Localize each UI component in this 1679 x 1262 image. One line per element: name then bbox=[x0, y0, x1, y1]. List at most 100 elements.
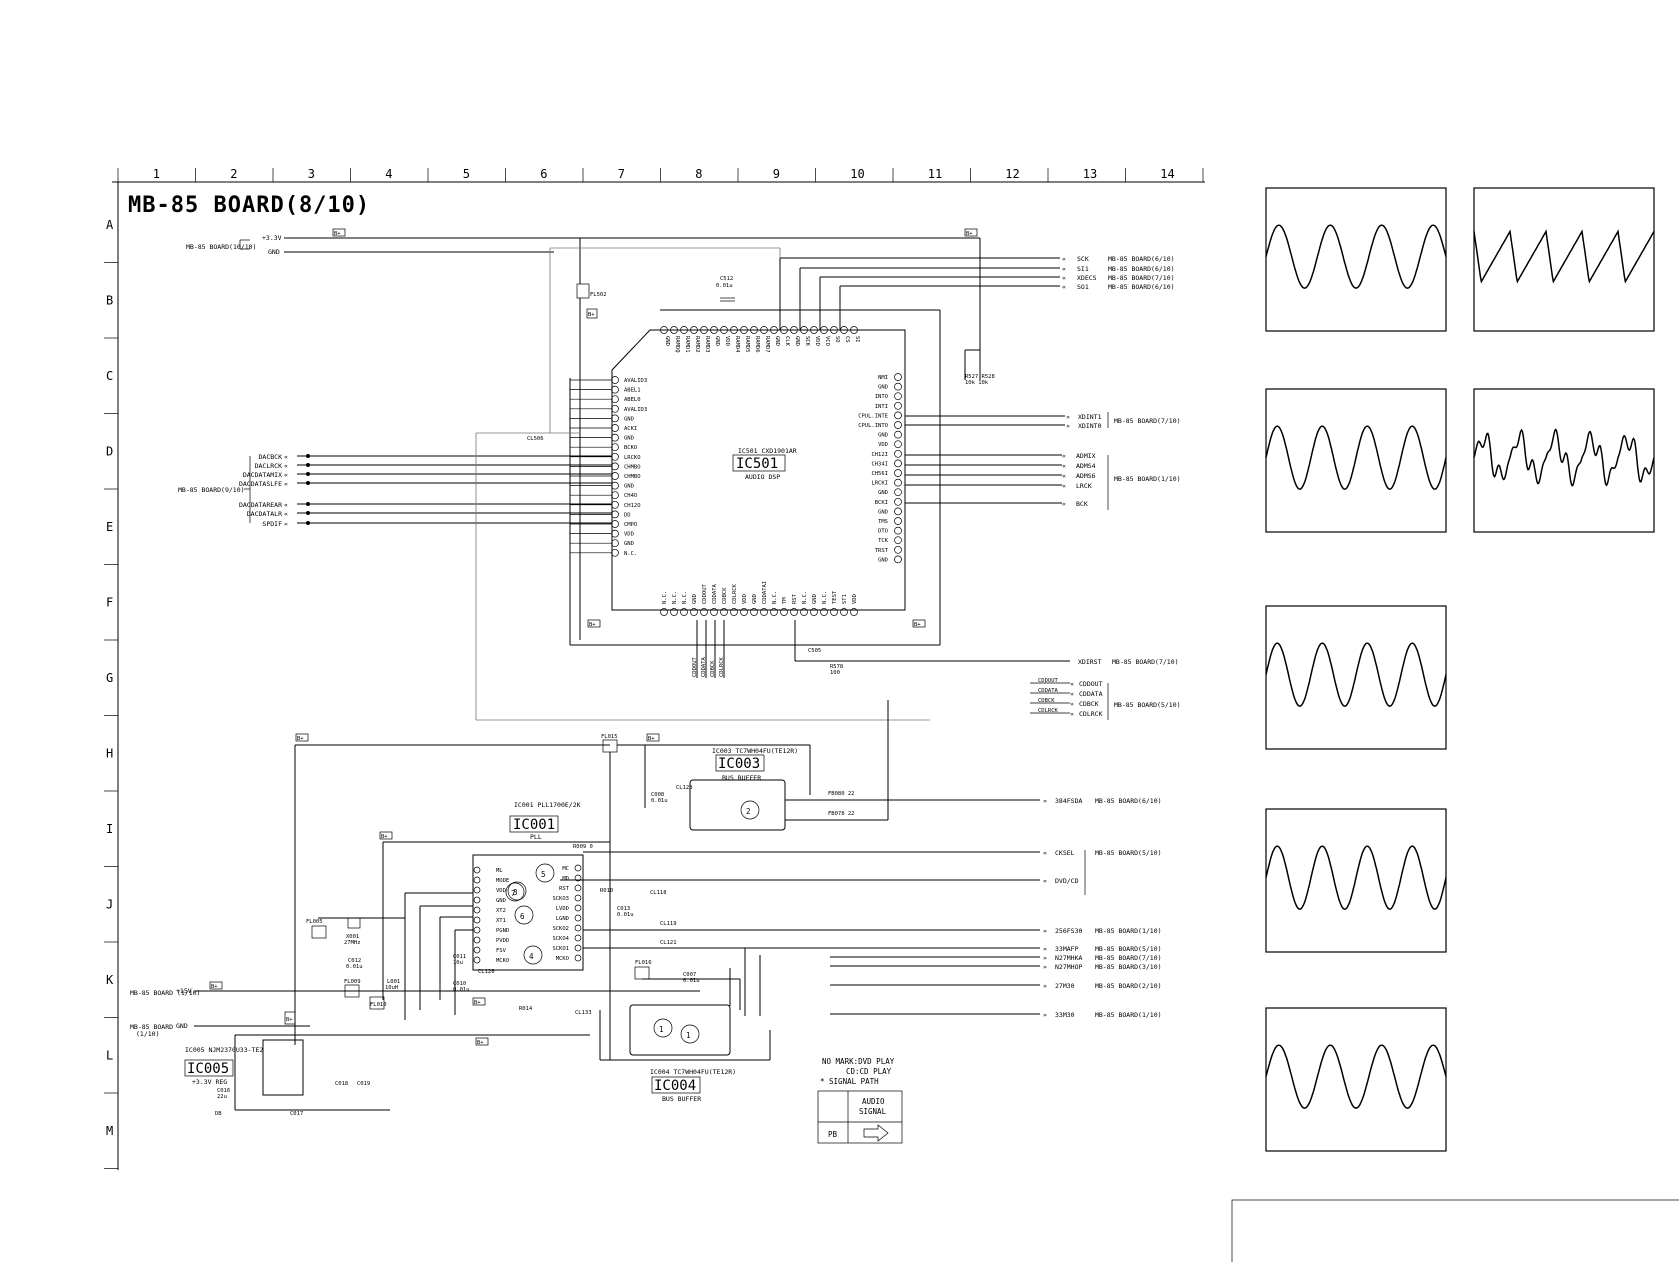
row-label: C bbox=[106, 369, 113, 383]
svg-text:R578: R578 bbox=[830, 664, 843, 670]
ic501-right-pin-label: GND bbox=[878, 557, 888, 563]
waveform-panel bbox=[1265, 388, 1447, 533]
ic501-top-pin bbox=[740, 326, 748, 334]
svg-text:C016: C016 bbox=[217, 1088, 230, 1094]
ic501-right-pin-label: GND bbox=[878, 385, 888, 391]
ic501-bottom-pin-label: TEST bbox=[832, 590, 838, 604]
ic501-bottom-pin bbox=[810, 608, 818, 616]
title-block-frame bbox=[1231, 1199, 1679, 1262]
ic501-top-pin bbox=[850, 326, 858, 334]
waveform-trace bbox=[1265, 845, 1447, 910]
ic501-right-pin bbox=[894, 392, 902, 401]
ic501-bottom-pin-label: TM bbox=[782, 597, 788, 604]
ic005-block: IC005 IC005 NJM2370U33-TE2 +3.3V REG C01… bbox=[184, 1039, 370, 1117]
sheet-title: MB-85 BOARD(8/10) bbox=[128, 193, 370, 218]
ic001-box-label: IC001 bbox=[513, 817, 555, 833]
ic001-left-pin-label: MODE bbox=[496, 878, 509, 884]
junction-dot bbox=[306, 472, 310, 476]
ic001-left-pin-label: XT2 bbox=[496, 908, 506, 914]
svg-text:FL010: FL010 bbox=[370, 1002, 387, 1008]
svg-text:FL502: FL502 bbox=[590, 292, 607, 298]
legend-line-2: CD:CD PLAY bbox=[846, 1067, 892, 1076]
left-dac-signal: DACDATAREAR bbox=[239, 501, 282, 509]
ic501-left-pin-label: CHMBO bbox=[624, 464, 641, 470]
ic001-right-pin-label: MC bbox=[562, 866, 569, 872]
ic001-left-pin bbox=[473, 876, 481, 884]
legend-line-1: NO MARK:DVD PLAY bbox=[822, 1057, 895, 1066]
junction-dot bbox=[306, 511, 310, 515]
ic005-part: IC005 NJM2370U33-TE2 bbox=[185, 1046, 263, 1054]
legend-header-audio: AUDIO bbox=[862, 1097, 885, 1106]
right-io: »XDINT1»XDINT0 «ADMIX«ADMS4«ADMS6«LRCK«B… bbox=[905, 349, 1181, 510]
io-arrow-icon: « bbox=[1062, 283, 1066, 291]
ic501-right-pin bbox=[894, 497, 902, 506]
ic501-right-pin bbox=[894, 382, 902, 391]
ic003-part: IC003 TC7WH04FU(TE12R) bbox=[712, 747, 798, 755]
svg-text:B+: B+ bbox=[966, 231, 973, 237]
right-audio-signal: ADMS6 bbox=[1076, 472, 1096, 480]
clock-signal: N27MHOP bbox=[1055, 963, 1082, 971]
column-label: 6 bbox=[540, 167, 547, 181]
svg-text:(1/10): (1/10) bbox=[136, 1030, 159, 1038]
ic501-top-pin-label: RAMD6 bbox=[754, 336, 760, 353]
cd-bus-signal: CDDOUT bbox=[1079, 680, 1103, 688]
ic501-top-pin bbox=[680, 326, 688, 334]
ic501-left-pin-label: AVALID3 bbox=[624, 378, 647, 384]
ic501-left-pin-label: VDD bbox=[624, 532, 634, 538]
ic501-bottom-pin-label: CDLRCK bbox=[732, 583, 738, 604]
svg-text:B+: B+ bbox=[477, 1040, 484, 1046]
ic004-part: IC004 TC7WH04FU(TE12R) bbox=[650, 1068, 736, 1076]
waveform-marker bbox=[535, 863, 555, 883]
ic501-left-pin bbox=[611, 424, 619, 432]
svg-text:22u: 22u bbox=[217, 1094, 227, 1100]
ic501-right-pin-label: INTI bbox=[875, 404, 888, 410]
ic501-right-pin bbox=[894, 430, 902, 439]
ic501-left-pin bbox=[611, 539, 619, 548]
ic501-right-pin bbox=[894, 536, 902, 545]
ic001-right-pin-label: SCKO4 bbox=[552, 936, 569, 942]
ic501-right-pin-label: VDD bbox=[878, 442, 888, 448]
waveform-trace bbox=[1473, 428, 1655, 487]
waveform-panel bbox=[1265, 1007, 1447, 1152]
io-arrow-icon: « bbox=[1062, 472, 1066, 480]
waveform-marker-label: 1 bbox=[686, 1031, 691, 1040]
ic001-right-pin bbox=[574, 944, 582, 952]
svg-text:C017: C017 bbox=[290, 1111, 303, 1117]
bottom-rail-15v: +15V bbox=[176, 987, 192, 995]
ic501-left-pin-label: CMPO bbox=[624, 522, 637, 528]
waveform-panel bbox=[1265, 187, 1447, 332]
waveform-marker-label: 6 bbox=[520, 912, 525, 921]
clock-signal: 256FS30 bbox=[1055, 927, 1082, 935]
io-arrow-icon: » bbox=[1043, 963, 1047, 971]
clock-board: MB-85 BOARD(6/10) bbox=[1095, 797, 1162, 805]
waveform-trace bbox=[1265, 224, 1447, 289]
svg-text:C019: C019 bbox=[357, 1081, 370, 1087]
ic001-function: PLL bbox=[530, 833, 542, 841]
svg-text:B+: B+ bbox=[211, 984, 218, 990]
row-label: A bbox=[106, 218, 114, 232]
svg-text:CL126: CL126 bbox=[478, 969, 495, 975]
row-label: J bbox=[106, 897, 113, 911]
ic501-right-pin-label: LRCKI bbox=[871, 481, 888, 487]
ic501-right-pin bbox=[894, 469, 902, 477]
waveform-marker bbox=[653, 1018, 673, 1038]
column-label: 10 bbox=[850, 167, 864, 181]
ic003-function: BUS BUFFER bbox=[722, 774, 761, 782]
clock-signal: N27MHKA bbox=[1055, 954, 1082, 962]
svg-text:CDDATA: CDDATA bbox=[701, 656, 707, 677]
cd-bus-board: MB-85 BOARD(5/10) bbox=[1114, 701, 1181, 709]
ic003-block: IC003 IC003 TC7WH04FU(TE12R) BUS BUFFER … bbox=[651, 700, 1040, 831]
ic001-left-pin bbox=[473, 916, 481, 924]
svg-text:CL118: CL118 bbox=[650, 890, 667, 896]
ic501-right-pin bbox=[894, 411, 902, 420]
ic501-left-pin bbox=[611, 404, 619, 413]
ic501-right-pin-label: NMI bbox=[878, 375, 888, 381]
svg-text:B+: B+ bbox=[648, 736, 655, 742]
column-label: 2 bbox=[230, 167, 237, 181]
ic501-bottom-pin-label: CDDATA bbox=[712, 583, 718, 604]
ic501-left-pin-label: GND bbox=[624, 541, 634, 547]
io-arrow-icon: » bbox=[1066, 413, 1070, 421]
clock-board: MB-85 BOARD(1/10) bbox=[1095, 1011, 1162, 1019]
ic501-bottom-pin-label: N.C. bbox=[822, 591, 828, 604]
